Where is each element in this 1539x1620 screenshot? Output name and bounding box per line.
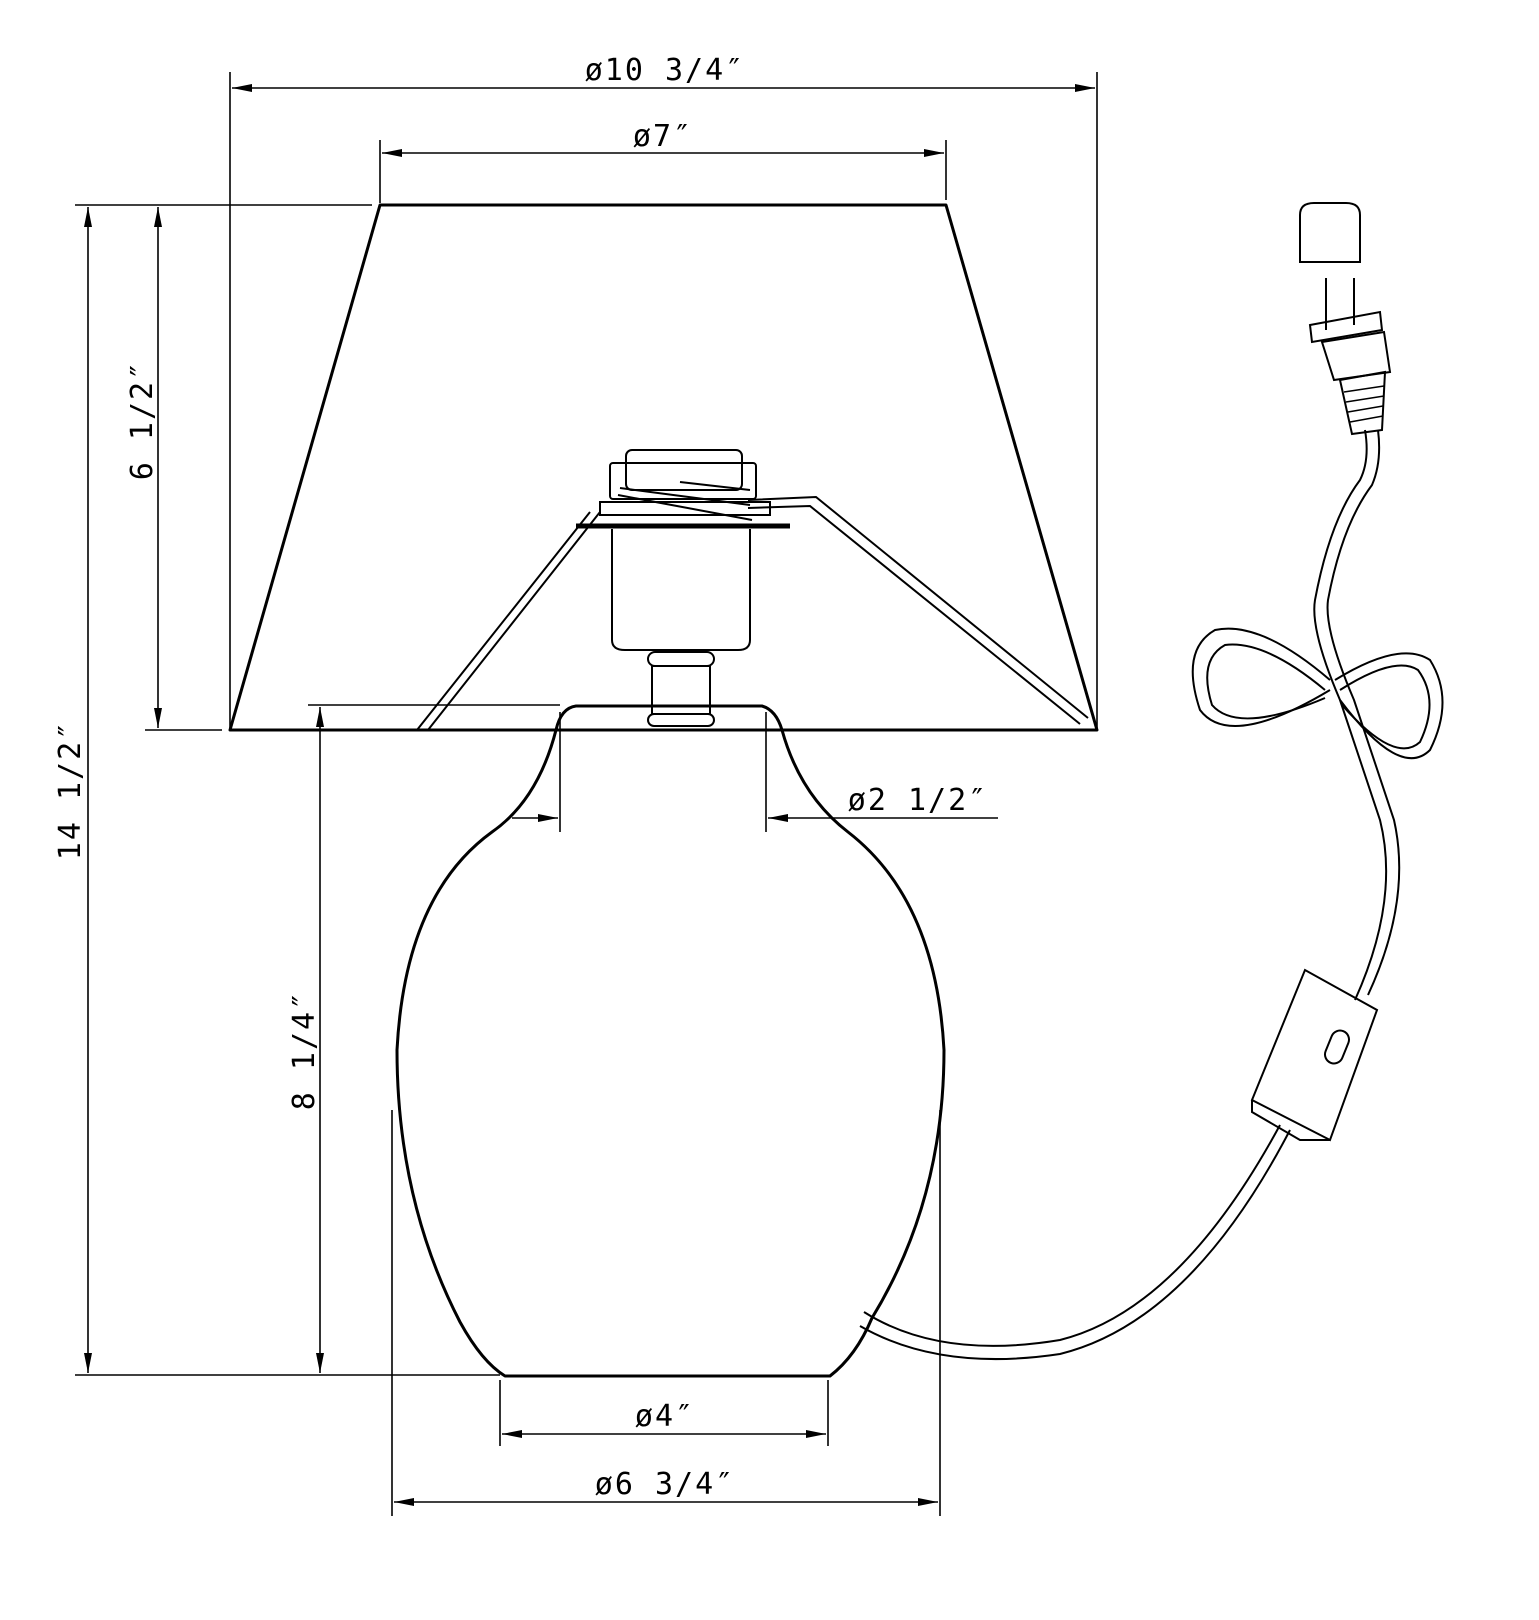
plug: [1299, 202, 1392, 436]
lamp-shade: [228, 203, 1099, 732]
power-cord: [859, 429, 1444, 1361]
harp-wires: [416, 495, 1089, 731]
dim-shade-top-diameter: ø7″: [379, 119, 947, 203]
lamp-body: [395, 704, 946, 1378]
dim-label: 8 1/4″: [287, 990, 322, 1110]
dim-label: ø4″: [635, 1399, 695, 1434]
dim-body-max-diameter: ø6 3/4″: [391, 1110, 941, 1516]
dim-label: ø2 1/2″: [848, 783, 988, 818]
dim-shade-height: 6 1/2″: [125, 207, 222, 731]
dim-label: ø7″: [633, 119, 693, 154]
dim-label: ø10 3/4″: [585, 53, 746, 88]
dim-base-height: 8 1/4″: [287, 704, 560, 1373]
dim-label: 14 1/2″: [53, 720, 88, 860]
socket: [576, 449, 790, 727]
dim-label: 6 1/2″: [125, 360, 160, 480]
dim-shade-bottom-diameter: ø10 3/4″: [229, 53, 1098, 730]
dim-neck-diameter: ø2 1/2″: [512, 712, 998, 832]
dim-overall-height: 14 1/2″: [53, 204, 500, 1376]
dim-label: ø6 3/4″: [595, 1467, 735, 1502]
inline-switch: [1250, 968, 1379, 1142]
dim-foot-diameter: ø4″: [499, 1380, 829, 1446]
